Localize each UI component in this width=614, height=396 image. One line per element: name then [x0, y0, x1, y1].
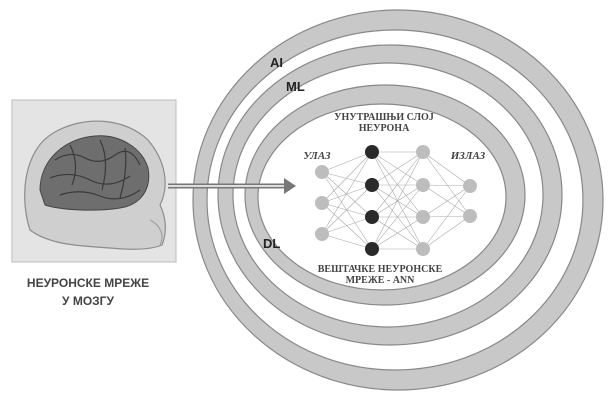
hidden-node — [365, 242, 379, 256]
hidden-layer-label: УНУТРАШЊИ СЛОЈ НЕУРОНА — [334, 112, 434, 134]
output-node — [463, 209, 477, 223]
ann-label-line1: ВЕШТАЧКЕ НЕУРОНСКЕ — [307, 264, 453, 275]
input-node — [315, 196, 329, 210]
hidden-node — [365, 145, 379, 159]
hidden-node — [416, 242, 430, 256]
brain-caption: НЕУРОНСКЕ МРЕЖЕ У МОЗГУ — [18, 276, 158, 308]
brain-caption-line2: У МОЗГУ — [18, 294, 158, 308]
input-node — [315, 227, 329, 241]
hidden-node — [416, 145, 430, 159]
ann-label-line2: МРЕЖЕ - ANN — [307, 275, 453, 286]
input-label: УЛАЗ — [297, 150, 337, 162]
output-node — [463, 179, 477, 193]
hidden-node — [416, 178, 430, 192]
dl-label: DL — [263, 236, 280, 251]
ann-label: ВЕШТАЧКЕ НЕУРОНСКЕ МРЕЖЕ - ANN — [307, 264, 453, 286]
hidden-label-line2: НЕУРОНА — [334, 123, 434, 134]
input-node — [315, 165, 329, 179]
output-label: ИЗЛАЗ — [443, 150, 493, 162]
ai-label: AI — [270, 55, 283, 70]
brain-caption-line1: НЕУРОНСКЕ МРЕЖЕ — [18, 276, 158, 290]
hidden-node — [416, 210, 430, 224]
hidden-node — [365, 178, 379, 192]
hidden-node — [365, 210, 379, 224]
brain-photo — [12, 100, 176, 262]
hidden-label-line1: УНУТРАШЊИ СЛОЈ — [334, 112, 434, 123]
ml-label: ML — [286, 79, 305, 94]
